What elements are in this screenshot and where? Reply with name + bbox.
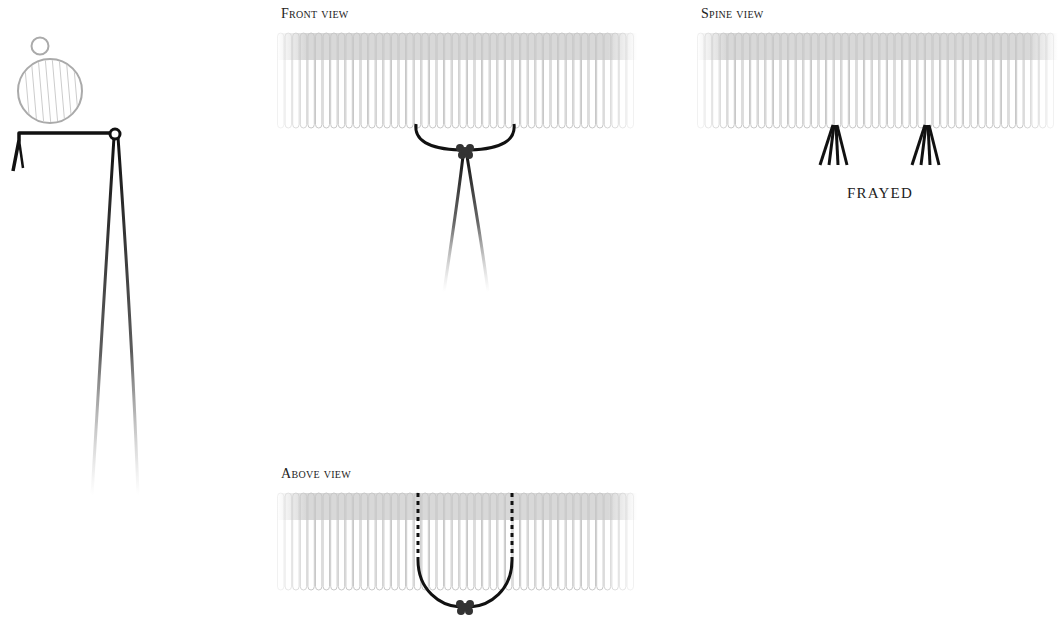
above-cord [418, 493, 512, 615]
front-cord [416, 124, 514, 292]
person-figure [13, 38, 138, 496]
note-label: FRAYED [847, 185, 913, 202]
book-pages [277, 33, 1058, 590]
view-label: Spine view [701, 6, 764, 22]
view-label: Above view [281, 466, 351, 482]
frayed-ends [820, 125, 939, 165]
view-label: Front view [281, 6, 349, 22]
